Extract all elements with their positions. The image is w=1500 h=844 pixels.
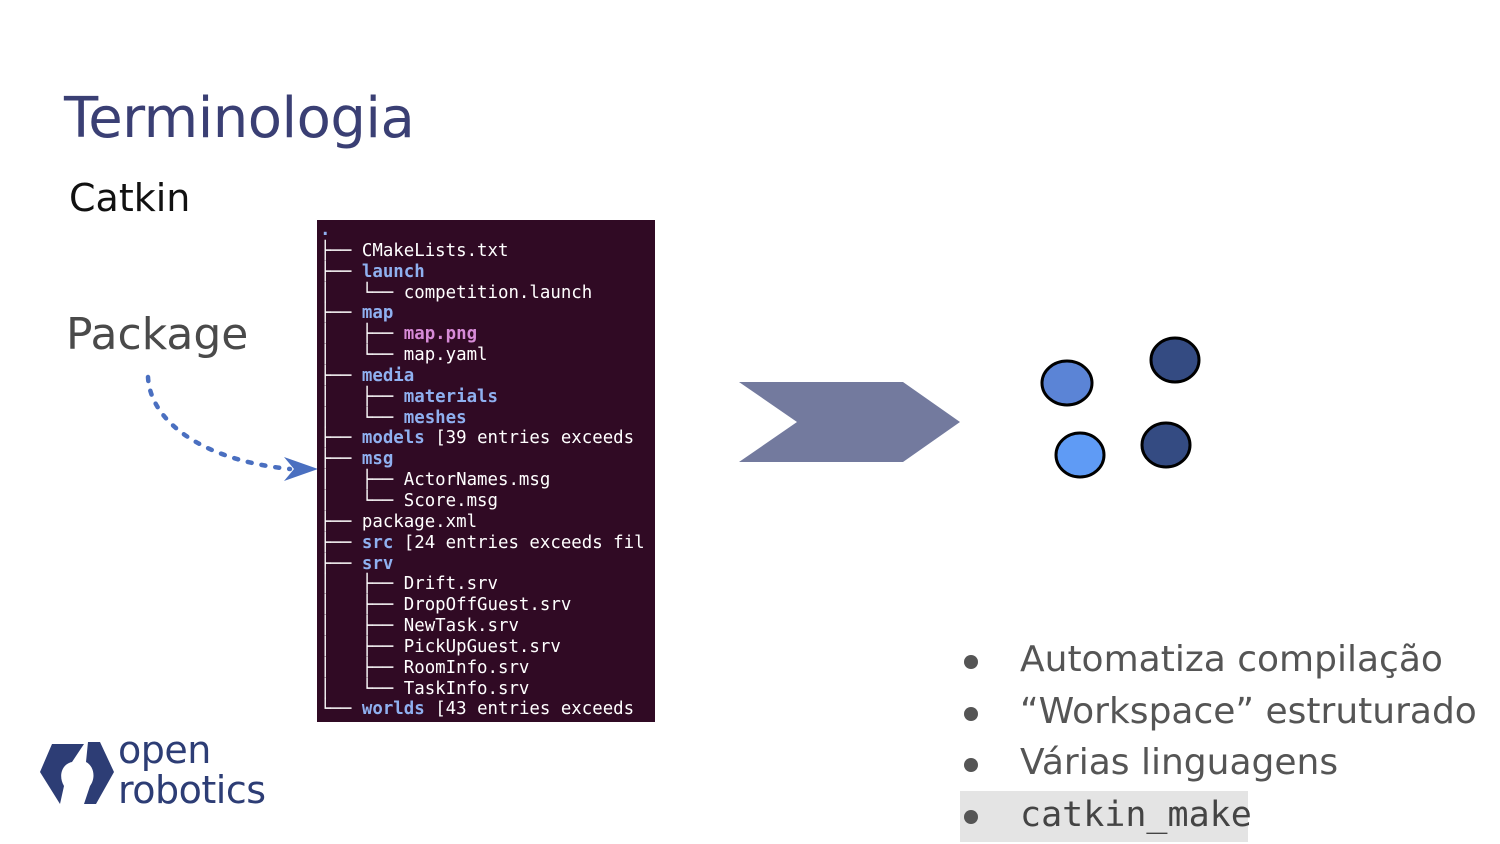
tree-line: ├── package.xml [320, 512, 477, 532]
slide-title: Terminologia [64, 86, 415, 151]
tree-line: ├── models [39 entries exceeds [320, 428, 634, 448]
tree-branch: │ └── [320, 407, 404, 428]
tree-line: │ └── map.yaml [320, 345, 488, 365]
tree-file: NewTask.srv [403, 616, 519, 637]
logo-text: open robotics [118, 730, 266, 810]
node-circle [1040, 359, 1094, 407]
package-label: Package [66, 309, 249, 360]
open-robotics-logo-icon [40, 742, 114, 804]
bullet-icon [964, 655, 978, 669]
tree-line: │ ├── map.png [320, 324, 477, 344]
tree-branch: │ ├── [320, 595, 404, 616]
tree-directory: meshes [403, 407, 467, 428]
tree-branch: ├── [320, 365, 362, 386]
tree-directory: srv [361, 553, 394, 574]
feature-item: Automatiza compilação [960, 636, 1477, 688]
tree-line: ├── src [24 entries exceeds fil [320, 533, 645, 553]
node-circle [1054, 431, 1106, 479]
logo-line-open: open [118, 728, 211, 772]
tree-branch: │ ├── [320, 657, 404, 678]
tree-branch: ├── [320, 511, 362, 532]
tree-line: │ └── TaskInfo.srv [320, 679, 529, 699]
tree-line: ├── srv [320, 554, 393, 574]
tree-line: │ ├── Drift.srv [320, 574, 498, 594]
feature-item: “Workspace” estruturado [960, 688, 1477, 740]
tree-line: │ ├── NewTask.srv [320, 616, 519, 636]
tree-branch: ├── [320, 428, 362, 449]
tree-line: │ ├── materials [320, 387, 498, 407]
tree-branch: │ ├── [320, 636, 404, 657]
tree-file: . [320, 220, 331, 240]
feature-list: Automatiza compilação “Workspace” estrut… [960, 636, 1477, 842]
tree-file: ActorNames.msg [403, 470, 551, 491]
tree-note: [43 entries exceeds [424, 699, 635, 720]
tree-file: Score.msg [403, 490, 498, 511]
tree-line: └── worlds [43 entries exceeds [320, 699, 634, 719]
feature-item-code: catkin_make [960, 790, 1252, 842]
tree-directory: materials [403, 386, 498, 407]
tree-file: package.xml [361, 511, 478, 532]
tree-branch: │ ├── [320, 386, 404, 407]
tree-file: DropOffGuest.srv [403, 595, 572, 616]
tree-note: [39 entries exceeds [424, 428, 635, 449]
terminal-tree-window: . ├── CMakeLists.txt ├── launch │ └── co… [317, 220, 655, 722]
tree-branch: │ ├── [320, 470, 404, 491]
node-circle [1149, 336, 1201, 384]
tree-line: │ ├── PickUpGuest.srv [320, 637, 561, 657]
tree-file: competition.launch [403, 282, 593, 303]
tree-line: ├── CMakeLists.txt [320, 241, 508, 261]
tree-branch: └── [320, 699, 362, 720]
tree-line: │ └── competition.launch [320, 283, 592, 303]
tree-directory: worlds [361, 699, 425, 720]
tree-image-file: map.png [403, 324, 478, 345]
tree-directory: map [361, 303, 394, 324]
tree-line: ├── launch [320, 262, 425, 282]
tree-branch: │ └── [320, 490, 404, 511]
tree-file: PickUpGuest.srv [403, 636, 561, 657]
tree-branch: │ ├── [320, 616, 404, 637]
tree-line: . [320, 220, 330, 240]
tree-line: ├── map [320, 303, 393, 323]
tree-branch: │ └── [320, 282, 404, 303]
tree-file: CMakeLists.txt [361, 240, 509, 261]
bullet-icon [964, 809, 978, 824]
tree-line: ├── msg [320, 449, 393, 469]
tree-line: │ ├── ActorNames.msg [320, 470, 550, 490]
feature-item: Várias linguagens [960, 739, 1477, 791]
tree-branch: │ └── [320, 678, 404, 699]
tree-line: │ ├── DropOffGuest.srv [320, 595, 571, 615]
tree-file: Drift.srv [403, 574, 498, 595]
tree-branch: ├── [320, 240, 362, 261]
bullet-icon [964, 706, 978, 721]
tree-branch: ├── [320, 261, 362, 282]
slide-subtitle: Catkin [69, 176, 191, 220]
tree-branch: ├── [320, 449, 362, 470]
tree-line: ├── media [320, 366, 414, 386]
tree-directory: src [361, 532, 394, 553]
tree-line: │ └── meshes [320, 408, 467, 428]
bullet-icon [964, 758, 978, 772]
tree-line: │ ├── RoomInfo.srv [320, 658, 529, 678]
tree-line: │ └── Score.msg [320, 491, 498, 511]
tree-branch: │ ├── [320, 324, 404, 345]
tree-note: [24 entries exceeds fil [393, 532, 645, 553]
tree-directory: models [361, 428, 425, 449]
tree-branch: │ ├── [320, 574, 404, 595]
tree-branch: ├── [320, 532, 362, 553]
directory-tree: . ├── CMakeLists.txt ├── launch │ └── co… [317, 220, 655, 720]
tree-branch: ├── [320, 553, 362, 574]
tree-file: RoomInfo.srv [403, 657, 530, 678]
tree-directory: msg [361, 449, 394, 470]
logo-line-robotics: robotics [118, 768, 266, 812]
node-circle [1140, 421, 1192, 469]
tree-file: map.yaml [403, 345, 488, 366]
tree-directory: media [361, 365, 415, 386]
tree-directory: launch [361, 261, 425, 282]
tree-branch: ├── [320, 303, 362, 324]
tree-file: TaskInfo.srv [403, 678, 530, 699]
tree-branch: │ └── [320, 345, 404, 366]
